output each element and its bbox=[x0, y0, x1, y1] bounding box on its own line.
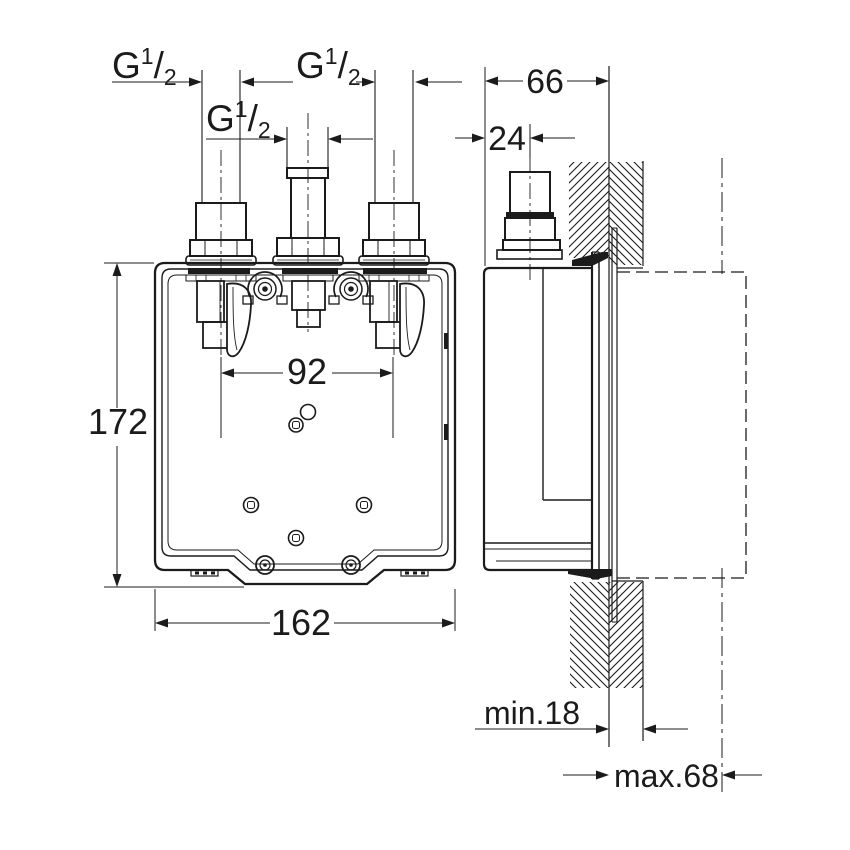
dim-g12-center bbox=[206, 134, 373, 144]
left-pipe-fitting bbox=[185, 70, 257, 358]
dim-label-66: 66 bbox=[526, 63, 564, 101]
dim-label-max68: max.68 bbox=[614, 758, 719, 794]
dim-24 bbox=[455, 124, 575, 158]
face-screw-left bbox=[242, 496, 260, 514]
arrowhead bbox=[189, 77, 202, 87]
arrowhead bbox=[155, 618, 168, 628]
dim-label-24: 24 bbox=[488, 120, 526, 158]
arrowhead bbox=[596, 724, 609, 734]
front-view bbox=[153, 70, 457, 586]
dim-label-min18: min.18 bbox=[484, 695, 580, 731]
arrowhead bbox=[328, 134, 341, 144]
left-clamp-bracket bbox=[242, 271, 288, 305]
dim-g12-left bbox=[112, 77, 293, 87]
dim-label-g12-left: G1/2 bbox=[112, 43, 177, 90]
center-pipe-fitting bbox=[272, 113, 344, 332]
face-holes bbox=[242, 403, 373, 547]
dim-172 bbox=[104, 262, 244, 588]
dim-label-162: 162 bbox=[271, 602, 331, 643]
dim-g12-right bbox=[356, 77, 462, 87]
dim-92 bbox=[220, 357, 394, 438]
arrowhead bbox=[362, 77, 375, 87]
right-pipe-fitting bbox=[358, 70, 430, 358]
arrowhead bbox=[530, 133, 543, 143]
wall-hatch-top-right bbox=[609, 162, 643, 265]
dim-label-92: 92 bbox=[287, 351, 327, 392]
dim-label-g12-center: G1/2 bbox=[206, 96, 271, 143]
wall-hatch-top-left bbox=[569, 162, 609, 258]
right-clamp-bracket bbox=[328, 271, 374, 305]
arrowhead bbox=[112, 263, 122, 276]
arrowhead bbox=[442, 618, 455, 628]
side-pipe-stub bbox=[496, 156, 563, 282]
trim-envelope bbox=[612, 158, 747, 792]
arrowhead bbox=[485, 76, 498, 86]
face-screw-bottom bbox=[287, 529, 305, 547]
side-box bbox=[482, 266, 594, 572]
dim-162 bbox=[154, 589, 456, 631]
side-view bbox=[482, 66, 747, 792]
dim-min18 bbox=[475, 724, 688, 734]
pilot-hole bbox=[299, 403, 317, 421]
wall-section bbox=[569, 66, 644, 747]
mounting-rail bbox=[188, 268, 427, 274]
wall-hatch-bottom-left bbox=[570, 582, 609, 688]
arrowhead bbox=[472, 133, 485, 143]
dim-label-g12-right: G1/2 bbox=[296, 43, 361, 90]
arrowhead bbox=[722, 770, 735, 780]
dimensions: G1/2 G1/2 G1/2 66 bbox=[88, 43, 762, 794]
wall-hatch-bottom-right bbox=[609, 582, 643, 688]
face-screw-top bbox=[288, 417, 304, 433]
arrowhead bbox=[596, 770, 609, 780]
front-box-shell bbox=[153, 261, 457, 586]
arrowhead bbox=[380, 368, 393, 378]
arrowhead bbox=[241, 77, 254, 87]
bottom-fixing-screws bbox=[255, 555, 361, 575]
arrowhead bbox=[596, 76, 609, 86]
dim-66 bbox=[484, 67, 609, 266]
arrowhead bbox=[112, 574, 122, 587]
arrowhead bbox=[221, 368, 234, 378]
side-slot-upper bbox=[444, 333, 448, 349]
trim-dashed-outline bbox=[612, 271, 747, 579]
face-screw-right bbox=[355, 496, 373, 514]
arrowhead bbox=[415, 77, 428, 87]
dim-label-172: 172 bbox=[88, 401, 148, 442]
flange-plates bbox=[591, 227, 618, 623]
side-slot-lower bbox=[444, 424, 448, 440]
arrowhead bbox=[274, 134, 287, 144]
dim-max68 bbox=[563, 770, 762, 780]
bottom-feet bbox=[190, 569, 429, 577]
arrowhead bbox=[643, 724, 656, 734]
